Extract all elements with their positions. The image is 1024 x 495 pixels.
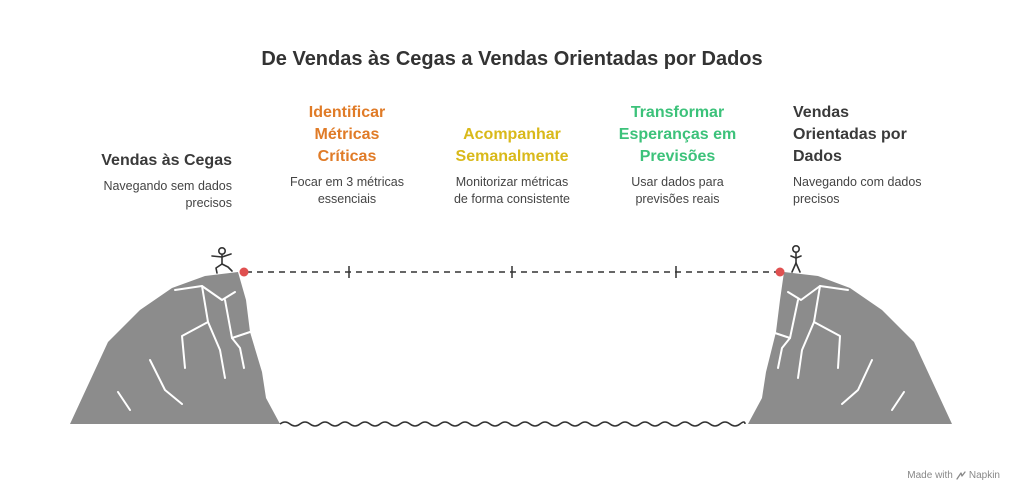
stage-identificar-metricas: Identificar Métricas Críticas Focar em 3… [262,102,432,208]
stage-vendas-as-cegas: Vendas às Cegas Navegando sem dados prec… [60,150,232,212]
stage-description: Focar em 3 métricas essenciais [290,175,404,206]
stage-title: Acompanhar Semanalmente [455,126,569,165]
person-standing-icon [790,245,802,273]
right-cliff [748,272,952,424]
person-jumping-icon [211,247,233,274]
napkin-logo-icon [956,470,966,480]
stage-acompanhar-semanalmente: Acompanhar Semanalmente Monitorizar métr… [427,124,597,208]
water-waves [279,421,746,427]
stage-title: Vendas às Cegas [101,152,232,169]
stage-description: Monitorizar métricas de forma consistent… [453,175,571,206]
dashed-bridge [239,266,785,278]
stage-title: Transformar Esperanças em Previsões [618,104,737,165]
stage-transformar-esperancas: Transformar Esperanças em Previsões Usar… [590,102,765,208]
stage-description: Navegando com dados precisos [793,175,922,206]
right-anchor-dot [775,267,785,277]
left-anchor-dot [239,267,249,277]
stage-vendas-orientadas: Vendas Orientadas por Dados Navegando co… [793,102,973,208]
footer-text: Made with [907,470,953,481]
footer-credit: Made with Napkin [907,470,1000,481]
stage-title: Identificar Métricas Críticas [308,104,386,165]
footer-brand: Napkin [968,470,1000,481]
diagram-title: De Vendas às Cegas a Vendas Orientadas p… [261,48,763,70]
stage-description: Usar dados para previsões reais [631,175,724,206]
left-cliff [70,272,280,424]
stage-description: Navegando sem dados precisos [103,179,232,210]
stage-title: Vendas Orientadas por Dados [793,104,907,165]
